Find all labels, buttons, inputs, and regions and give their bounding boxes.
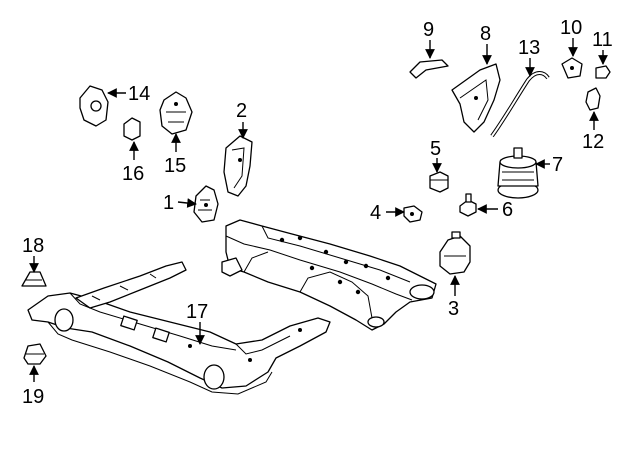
callout-5: 5 [430,138,441,160]
callout-6: 6 [502,199,513,221]
part-17-front-subframe[interactable] [27,261,331,395]
callout-1: 1 [163,192,174,214]
callout-3: 3 [448,298,459,320]
callout-labels: 1 2 3 4 5 6 7 8 9 10 11 12 13 14 15 16 1… [22,17,613,408]
callout-14: 14 [128,83,150,105]
callout-16: 16 [122,163,144,185]
part-1-mount[interactable] [193,185,219,223]
part-9-strip[interactable] [409,59,449,79]
part-5-bracket[interactable] [429,171,449,193]
part-7-mount[interactable] [497,147,539,199]
callout-4: 4 [370,202,381,224]
leader-lines [29,38,608,382]
part-13-hose[interactable] [490,71,550,138]
callout-8: 8 [480,23,491,45]
part-8-bracket[interactable] [451,63,501,133]
part-3-mount[interactable] [439,231,471,275]
part-15-bracket[interactable] [159,91,193,135]
callout-18: 18 [22,235,44,257]
callout-9: 9 [423,19,434,41]
part-14-mount[interactable] [79,85,109,127]
callout-12: 12 [582,131,604,153]
callout-13: 13 [518,37,540,59]
part-18-bushing[interactable] [21,271,47,287]
callout-10: 10 [560,17,582,39]
callout-15: 15 [164,155,186,177]
callout-19: 19 [22,386,44,408]
part-6-bracket[interactable] [459,193,477,217]
part-10-clip[interactable] [561,57,583,79]
callout-11: 11 [592,29,613,51]
part-11-clip[interactable] [595,65,611,79]
part-16-bushing[interactable] [123,117,141,141]
callout-2: 2 [236,100,247,122]
part-19-bushing[interactable] [23,343,47,365]
callout-7: 7 [552,154,563,176]
callout-17: 17 [186,301,208,323]
part-4-bracket[interactable] [403,205,423,223]
part-12-plug[interactable] [585,87,601,111]
part-2-bracket[interactable] [223,135,253,197]
rear-crossmember [221,219,437,331]
